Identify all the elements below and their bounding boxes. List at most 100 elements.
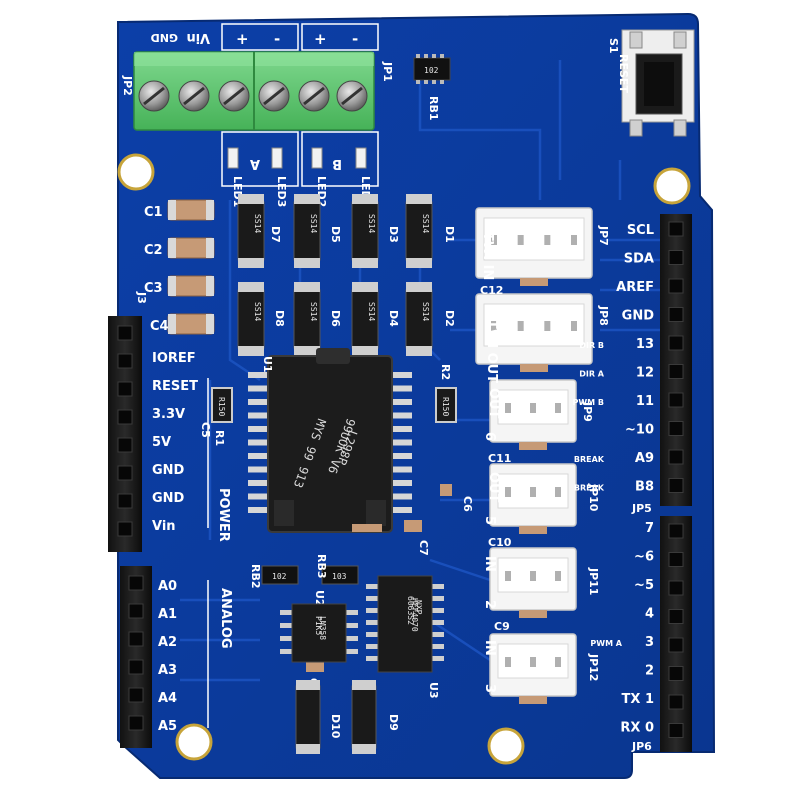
header-pin-socket[interactable] bbox=[128, 715, 144, 731]
diode-code: SS14 bbox=[309, 302, 318, 321]
resistor-array-rb1 bbox=[413, 54, 451, 84]
chip-pin bbox=[248, 453, 270, 459]
header-pin-socket[interactable] bbox=[117, 325, 133, 341]
diode-ref-d3: D3 bbox=[387, 226, 400, 243]
chip-pin bbox=[366, 644, 380, 649]
cap-label-c4: C4 bbox=[150, 319, 169, 334]
jst-connectors[interactable] bbox=[475, 207, 593, 704]
chip-pin bbox=[390, 493, 412, 500]
header-pin-socket[interactable] bbox=[668, 307, 684, 322]
diode-ref-d7: D7 bbox=[269, 226, 282, 243]
shunt-ref-r2: R2 bbox=[439, 364, 452, 380]
rb2-code: 102 bbox=[272, 572, 287, 581]
jst-connector[interactable] bbox=[475, 293, 593, 372]
right-header-upper[interactable] bbox=[660, 214, 692, 506]
diode-ref-d10: D10 bbox=[329, 714, 342, 739]
left-power-header[interactable] bbox=[108, 316, 142, 552]
diode-code: SS14 bbox=[309, 214, 318, 233]
header-pin-socket[interactable] bbox=[668, 335, 684, 351]
header-pin-socket[interactable] bbox=[668, 552, 684, 567]
header-pin-socket[interactable] bbox=[668, 278, 684, 294]
jst-connector[interactable] bbox=[489, 463, 577, 534]
chip-pin bbox=[366, 584, 380, 589]
chip-pin bbox=[280, 649, 294, 654]
chip-pin bbox=[280, 636, 294, 641]
logic-chip-line1: NXP bbox=[414, 600, 423, 615]
right-header-pin-label: A9 bbox=[635, 451, 654, 466]
right-header-pin-label: 4 bbox=[645, 607, 654, 622]
terminal-screw[interactable] bbox=[258, 80, 290, 112]
cap-label-c1: C1 bbox=[144, 205, 163, 220]
chip-pin bbox=[248, 480, 270, 486]
chip-pin bbox=[248, 426, 270, 432]
header-pin-socket[interactable] bbox=[668, 221, 684, 237]
terminal-screw[interactable] bbox=[336, 80, 368, 112]
header-pin-socket[interactable] bbox=[668, 580, 684, 596]
diode-ss14: SS14 bbox=[351, 282, 379, 356]
rb3-code: 103 bbox=[332, 572, 347, 581]
terminal-screw[interactable] bbox=[298, 80, 330, 112]
connector-ref-jp7: JP7 bbox=[597, 225, 610, 246]
screw-terminal-block[interactable] bbox=[133, 51, 375, 131]
header-pin-socket[interactable] bbox=[668, 723, 684, 738]
terminal-screw[interactable] bbox=[178, 80, 210, 112]
header-pin-socket[interactable] bbox=[668, 392, 684, 408]
cap-label-c5: C5 bbox=[199, 422, 212, 438]
chip-pin bbox=[366, 632, 380, 637]
header-pin-socket[interactable] bbox=[117, 493, 133, 509]
right-header-pin-label: B8 bbox=[635, 480, 654, 495]
right-header-lower[interactable] bbox=[660, 516, 692, 752]
shunt-ref-r1: R1 bbox=[213, 430, 226, 446]
chip-pin bbox=[344, 649, 358, 654]
chip-pin bbox=[248, 399, 270, 405]
chip-pin bbox=[390, 453, 412, 459]
jst-connector[interactable] bbox=[489, 633, 577, 704]
header-pin-socket[interactable] bbox=[128, 603, 144, 619]
reset-switch[interactable] bbox=[621, 29, 695, 137]
header-pin-socket[interactable] bbox=[128, 631, 144, 647]
header-pin-socket[interactable] bbox=[668, 421, 684, 436]
header-pin-socket[interactable] bbox=[668, 478, 684, 493]
connector-side-jp12: IN bbox=[482, 640, 497, 656]
connector-side-jp9: OUT bbox=[486, 388, 501, 419]
terminal-screw[interactable] bbox=[218, 80, 250, 112]
header-pin-socket[interactable] bbox=[668, 449, 684, 465]
left-header-label-5v: 5V bbox=[152, 435, 171, 450]
cap-label-c2: C2 bbox=[144, 243, 163, 258]
right-header-pin-label: TX 1 bbox=[622, 692, 654, 707]
header-pin-socket[interactable] bbox=[128, 575, 144, 591]
header-pin-socket[interactable] bbox=[668, 637, 684, 653]
jst-connector[interactable] bbox=[475, 207, 593, 286]
power-section-label: POWER bbox=[216, 488, 231, 542]
jst-connector[interactable] bbox=[489, 547, 577, 618]
jst-connector[interactable] bbox=[489, 379, 577, 450]
chip-pin bbox=[248, 385, 270, 392]
header-pin-socket[interactable] bbox=[128, 659, 144, 675]
header-pin-socket[interactable] bbox=[117, 409, 133, 425]
terminal-screw[interactable] bbox=[138, 80, 170, 112]
chip-pin bbox=[248, 412, 270, 419]
header-pin-socket[interactable] bbox=[117, 437, 133, 453]
header-pin-socket[interactable] bbox=[668, 523, 684, 539]
cap-label-c6: C6 bbox=[461, 496, 474, 512]
left-header-label-gnd2: GND bbox=[152, 491, 185, 506]
right-header-pin-label: 2 bbox=[645, 664, 654, 679]
header-pin-socket[interactable] bbox=[668, 609, 684, 624]
connector-side-jp8: TWI OUT bbox=[484, 320, 499, 383]
header-pin-socket[interactable] bbox=[668, 364, 684, 379]
header-pin-socket[interactable] bbox=[117, 381, 133, 397]
chip-pin bbox=[248, 493, 270, 500]
shunt-code-r2: R150 bbox=[441, 397, 450, 416]
diode-ss14: SS14 bbox=[293, 282, 321, 356]
header-pin-socket[interactable] bbox=[117, 353, 133, 369]
header-pin-socket[interactable] bbox=[117, 521, 133, 537]
terminal-pin-label-vin: Vin bbox=[186, 30, 210, 45]
header-pin-socket[interactable] bbox=[668, 694, 684, 710]
header-pin-socket[interactable] bbox=[128, 687, 144, 703]
header-pin-socket[interactable] bbox=[668, 250, 684, 265]
header-pin-socket[interactable] bbox=[117, 465, 133, 481]
analog-header[interactable] bbox=[120, 566, 152, 748]
diode-ss14: SS14 bbox=[351, 194, 379, 268]
connector-side-jp7: TWI IN bbox=[480, 232, 495, 280]
header-pin-socket[interactable] bbox=[668, 666, 684, 681]
